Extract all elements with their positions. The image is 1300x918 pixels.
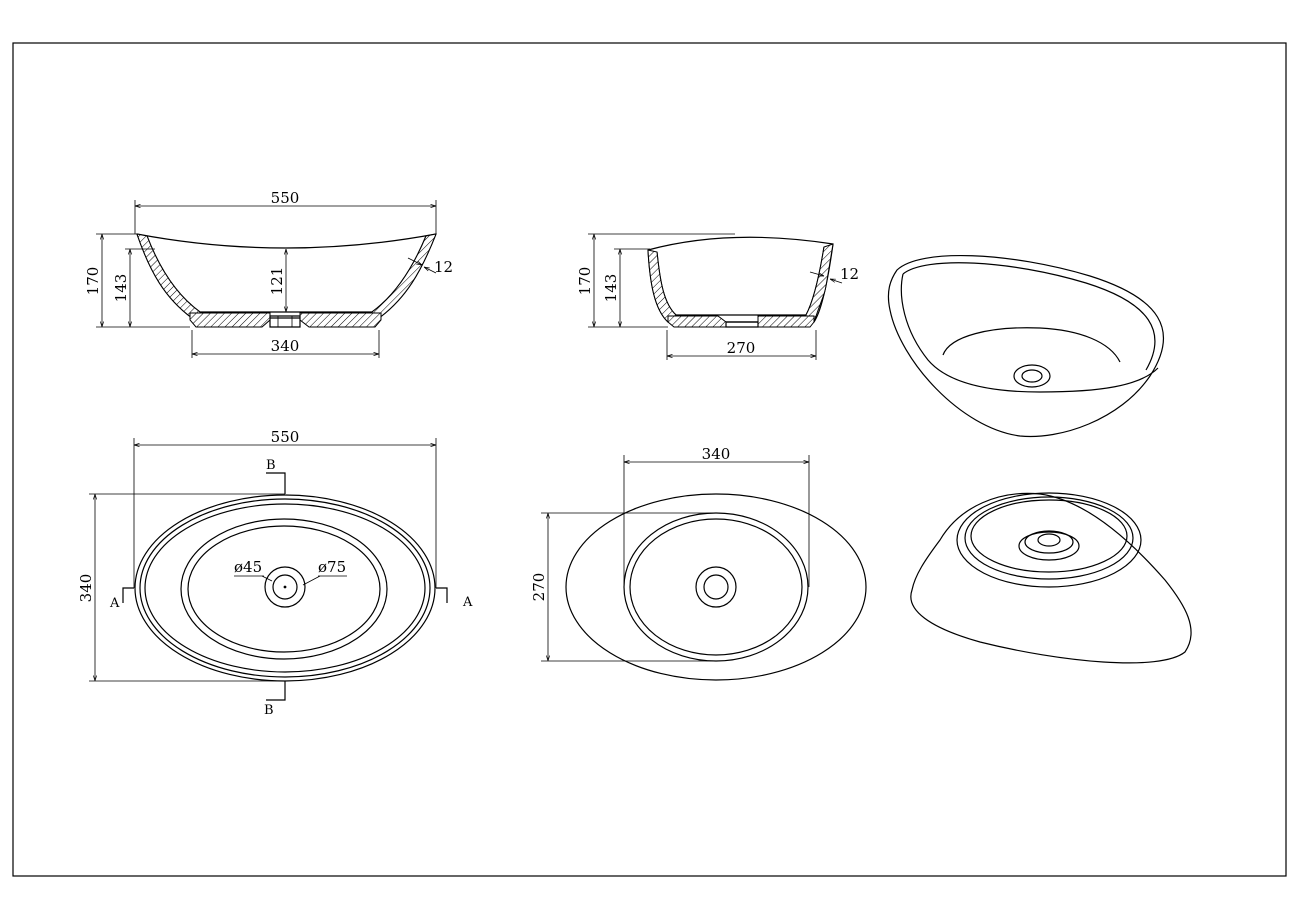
base-length-label: 340	[702, 445, 731, 463]
section-a-height-total-label: 170	[84, 267, 102, 296]
section-a-marker-right: A	[462, 595, 473, 610]
isometric-top-view	[887, 254, 1165, 438]
drain-inner-label: ø45	[234, 558, 262, 576]
plan-view: 550 340 ø45 ø75 A A B B	[77, 428, 473, 718]
base-view: 340 270	[530, 445, 867, 681]
section-a-base-label: 340	[271, 337, 300, 355]
section-b-wall-label: 12	[840, 265, 859, 283]
section-b-height-total-label: 170	[576, 267, 594, 296]
section-b-height-inner-label: 143	[602, 274, 620, 303]
isometric-bottom-view	[910, 492, 1192, 664]
section-b-marker-top: B	[266, 458, 276, 473]
section-b-base-label: 270	[727, 339, 756, 357]
plan-length-label: 550	[271, 428, 300, 446]
drawing-frame	[12, 42, 1287, 877]
base-width-label: 270	[530, 573, 548, 602]
section-b-marker-bottom: B	[264, 703, 274, 718]
section-a-marker-left: A	[109, 596, 120, 611]
drain-outer-label: ø75	[318, 558, 346, 576]
section-a-height-inner-label: 143	[112, 274, 130, 303]
section-a-wall-label: 12	[434, 258, 453, 276]
section-a-length-label: 550	[271, 189, 300, 207]
section-b-view: 170 143 12 270	[576, 233, 859, 360]
plan-width-label: 340	[77, 574, 95, 603]
section-a-view: 550 170 143 121 12 340	[84, 189, 453, 358]
section-a-depth-label: 121	[268, 267, 286, 296]
